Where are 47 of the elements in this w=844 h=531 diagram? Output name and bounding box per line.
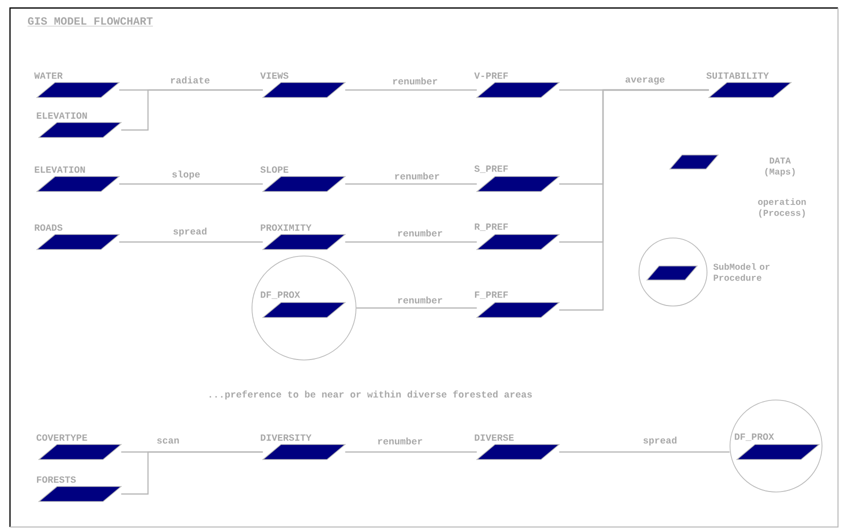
map-name: DF_PROX <box>260 291 300 299</box>
edge-label: slope <box>170 170 202 180</box>
map-name: F_PREF <box>474 292 508 299</box>
map-name: ROADS <box>34 224 62 231</box>
connector-line <box>345 183 477 185</box>
edge-label: renumber <box>393 172 441 180</box>
submodel-circle <box>252 256 356 360</box>
edge-label: average <box>624 76 666 86</box>
connector-line <box>119 241 263 243</box>
map-name: PROXIMITY <box>260 224 312 231</box>
legend-text: SubModel or Procedure <box>713 263 770 281</box>
map-name: S_PREF <box>474 165 508 173</box>
legend-text: DATA (Maps) <box>765 158 795 176</box>
connector-line <box>345 451 477 453</box>
edge-label: scan <box>156 437 180 445</box>
legend-text: operation (Process) <box>758 198 806 218</box>
connector-line <box>345 89 477 91</box>
connector-line <box>119 183 263 185</box>
edge-label: renumber <box>391 76 439 86</box>
connector-line <box>559 89 709 311</box>
map-name: DF_PROX <box>734 433 774 441</box>
note: ...preference to be near or within diverse forested areas <box>210 390 532 400</box>
connector-line <box>121 89 263 131</box>
edge-label: spread <box>642 436 678 446</box>
map-name: R_PREF <box>474 224 508 231</box>
map-name: ELEVATION <box>34 166 85 173</box>
map-name: SLOPE <box>260 166 288 173</box>
map-name: DIVERSE <box>474 434 514 441</box>
title: GIS MODEL FLOWCHART <box>27 17 154 26</box>
map-name: VIEWS <box>260 72 288 79</box>
connector-line <box>121 451 263 495</box>
map-name: COVERTYPE <box>36 434 88 441</box>
map-name: WATER <box>34 72 63 79</box>
connector-line <box>345 241 477 243</box>
map-name: DIVERSITY <box>260 434 312 441</box>
edge-label: renumber <box>396 228 444 238</box>
connector-line <box>356 307 477 309</box>
edge-label: radiate <box>169 76 211 84</box>
edge-label: renumber <box>376 436 424 446</box>
map-name: V-PREF <box>474 72 508 79</box>
map-name: FORESTS <box>36 476 76 483</box>
edge-label: spread <box>172 226 208 238</box>
map-name: ELEVATION <box>36 112 87 119</box>
edge-label: renumber <box>396 296 444 304</box>
submodel-circle <box>730 400 822 492</box>
connector-line <box>559 451 730 453</box>
map-name: SUITABILITY <box>706 72 769 79</box>
